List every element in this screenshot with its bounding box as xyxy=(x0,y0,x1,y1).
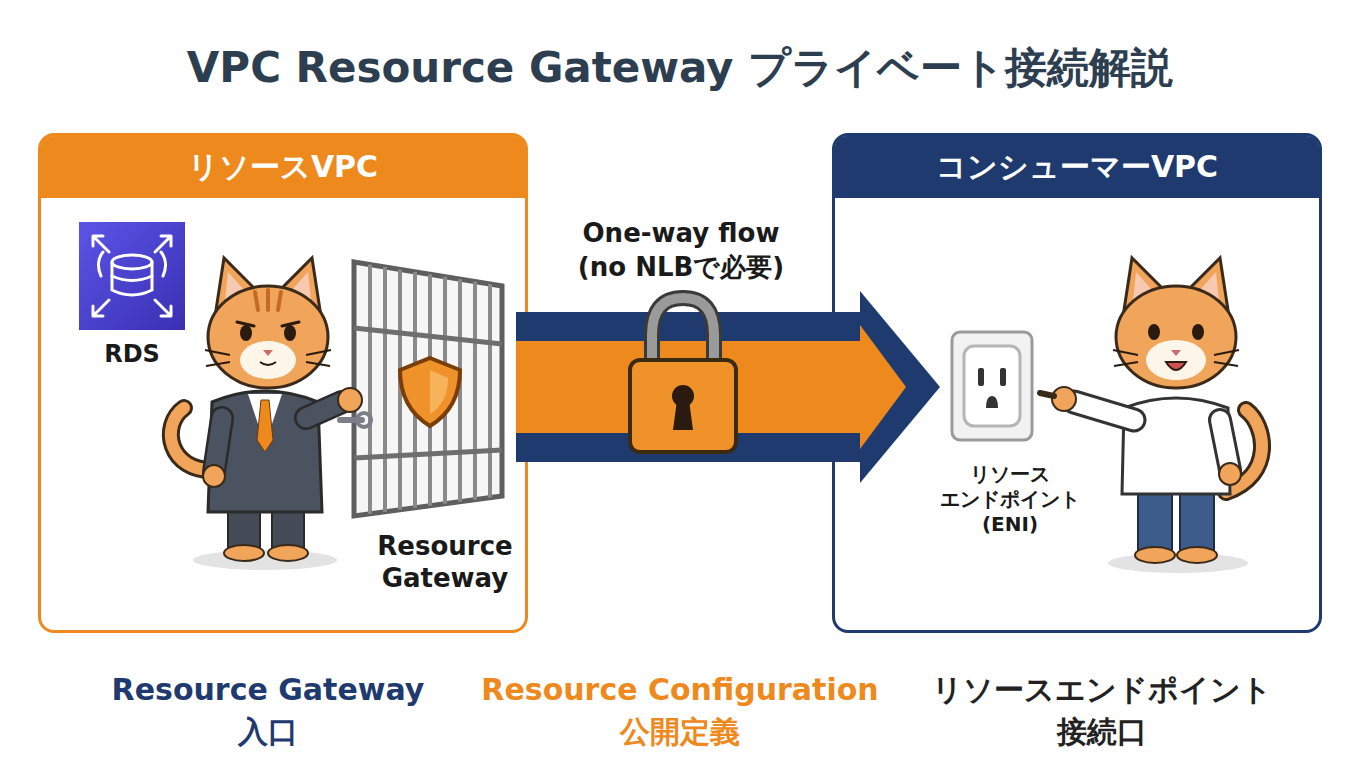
rds-label: RDS xyxy=(79,340,185,368)
vpc-header: コンシューマーVPC xyxy=(835,136,1319,198)
outlet-label: リソース エンドポイント (ENI) xyxy=(940,462,1080,537)
engineer-cat xyxy=(171,258,371,570)
diagram-title: VPC Resource Gateway プライベート接続解説 xyxy=(0,40,1360,96)
caption-label: 公開定義 xyxy=(460,712,900,752)
caption-label: Resource Configuration xyxy=(460,670,900,710)
outlet-shape xyxy=(950,330,1034,442)
rds-shape xyxy=(79,222,185,330)
gateway-gate: Resource Gateway xyxy=(350,258,520,593)
rds-icon: RDS xyxy=(79,222,187,372)
caption-label: リソースエンドポイント xyxy=(882,670,1322,710)
endpoint-outlet: リソース エンドポイント (ENI) xyxy=(940,330,1080,560)
vpc-title: リソースVPC xyxy=(41,136,525,198)
gate-shape xyxy=(350,258,510,522)
one-way-arrow xyxy=(516,291,940,483)
vpc-box: リソースVPC RDS Resource Gateway xyxy=(38,133,528,633)
vpc-header: リソースVPC xyxy=(41,136,525,198)
caption-label: 入口 xyxy=(48,712,488,752)
edge-label: One-way flow (no NLBで必要) xyxy=(575,216,787,284)
vpc-box: コンシューマーVPC リソース エンドポイント (ENI) xyxy=(832,133,1322,633)
vpc-title: コンシューマーVPC xyxy=(835,136,1319,198)
caption-label: 接続口 xyxy=(882,712,1322,752)
caption-label: Resource Gateway xyxy=(48,670,488,710)
consumer-cat xyxy=(1040,258,1262,573)
gate-label: Resource Gateway xyxy=(360,530,530,594)
